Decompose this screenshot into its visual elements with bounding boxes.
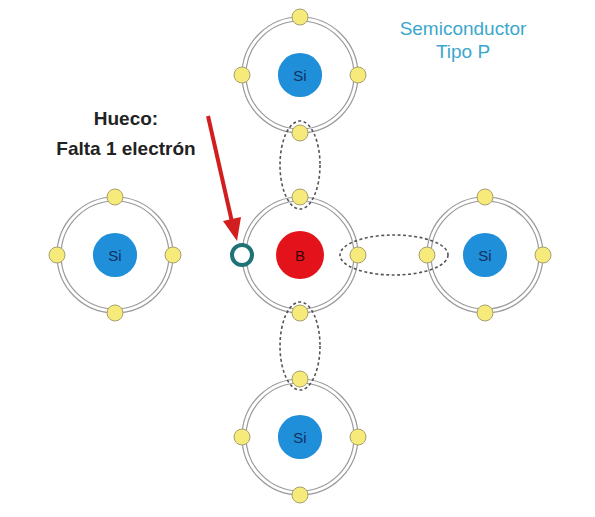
atom-nucleus: Si: [277, 52, 323, 98]
atom-nucleus: B: [275, 230, 325, 280]
electrons: [49, 9, 551, 503]
atom-symbol: B: [295, 247, 305, 264]
atom-symbol: Si: [108, 247, 121, 264]
diagram-title: Semiconductor Tipo P: [388, 18, 538, 64]
pointer-arrow: [208, 116, 241, 241]
hole-circle: [232, 245, 252, 265]
atom-symbol: Si: [293, 67, 306, 84]
atom-symbol: Si: [478, 247, 491, 264]
orbits: [57, 17, 543, 495]
hole-label: Hueco:: [94, 108, 158, 130]
atom-symbol: Si: [293, 429, 306, 446]
atom-nucleus: Si: [277, 414, 323, 460]
atom-nucleus: Si: [462, 232, 508, 278]
hole-label: Falta 1 electrón: [56, 138, 195, 160]
atom-nucleus: Si: [92, 232, 138, 278]
